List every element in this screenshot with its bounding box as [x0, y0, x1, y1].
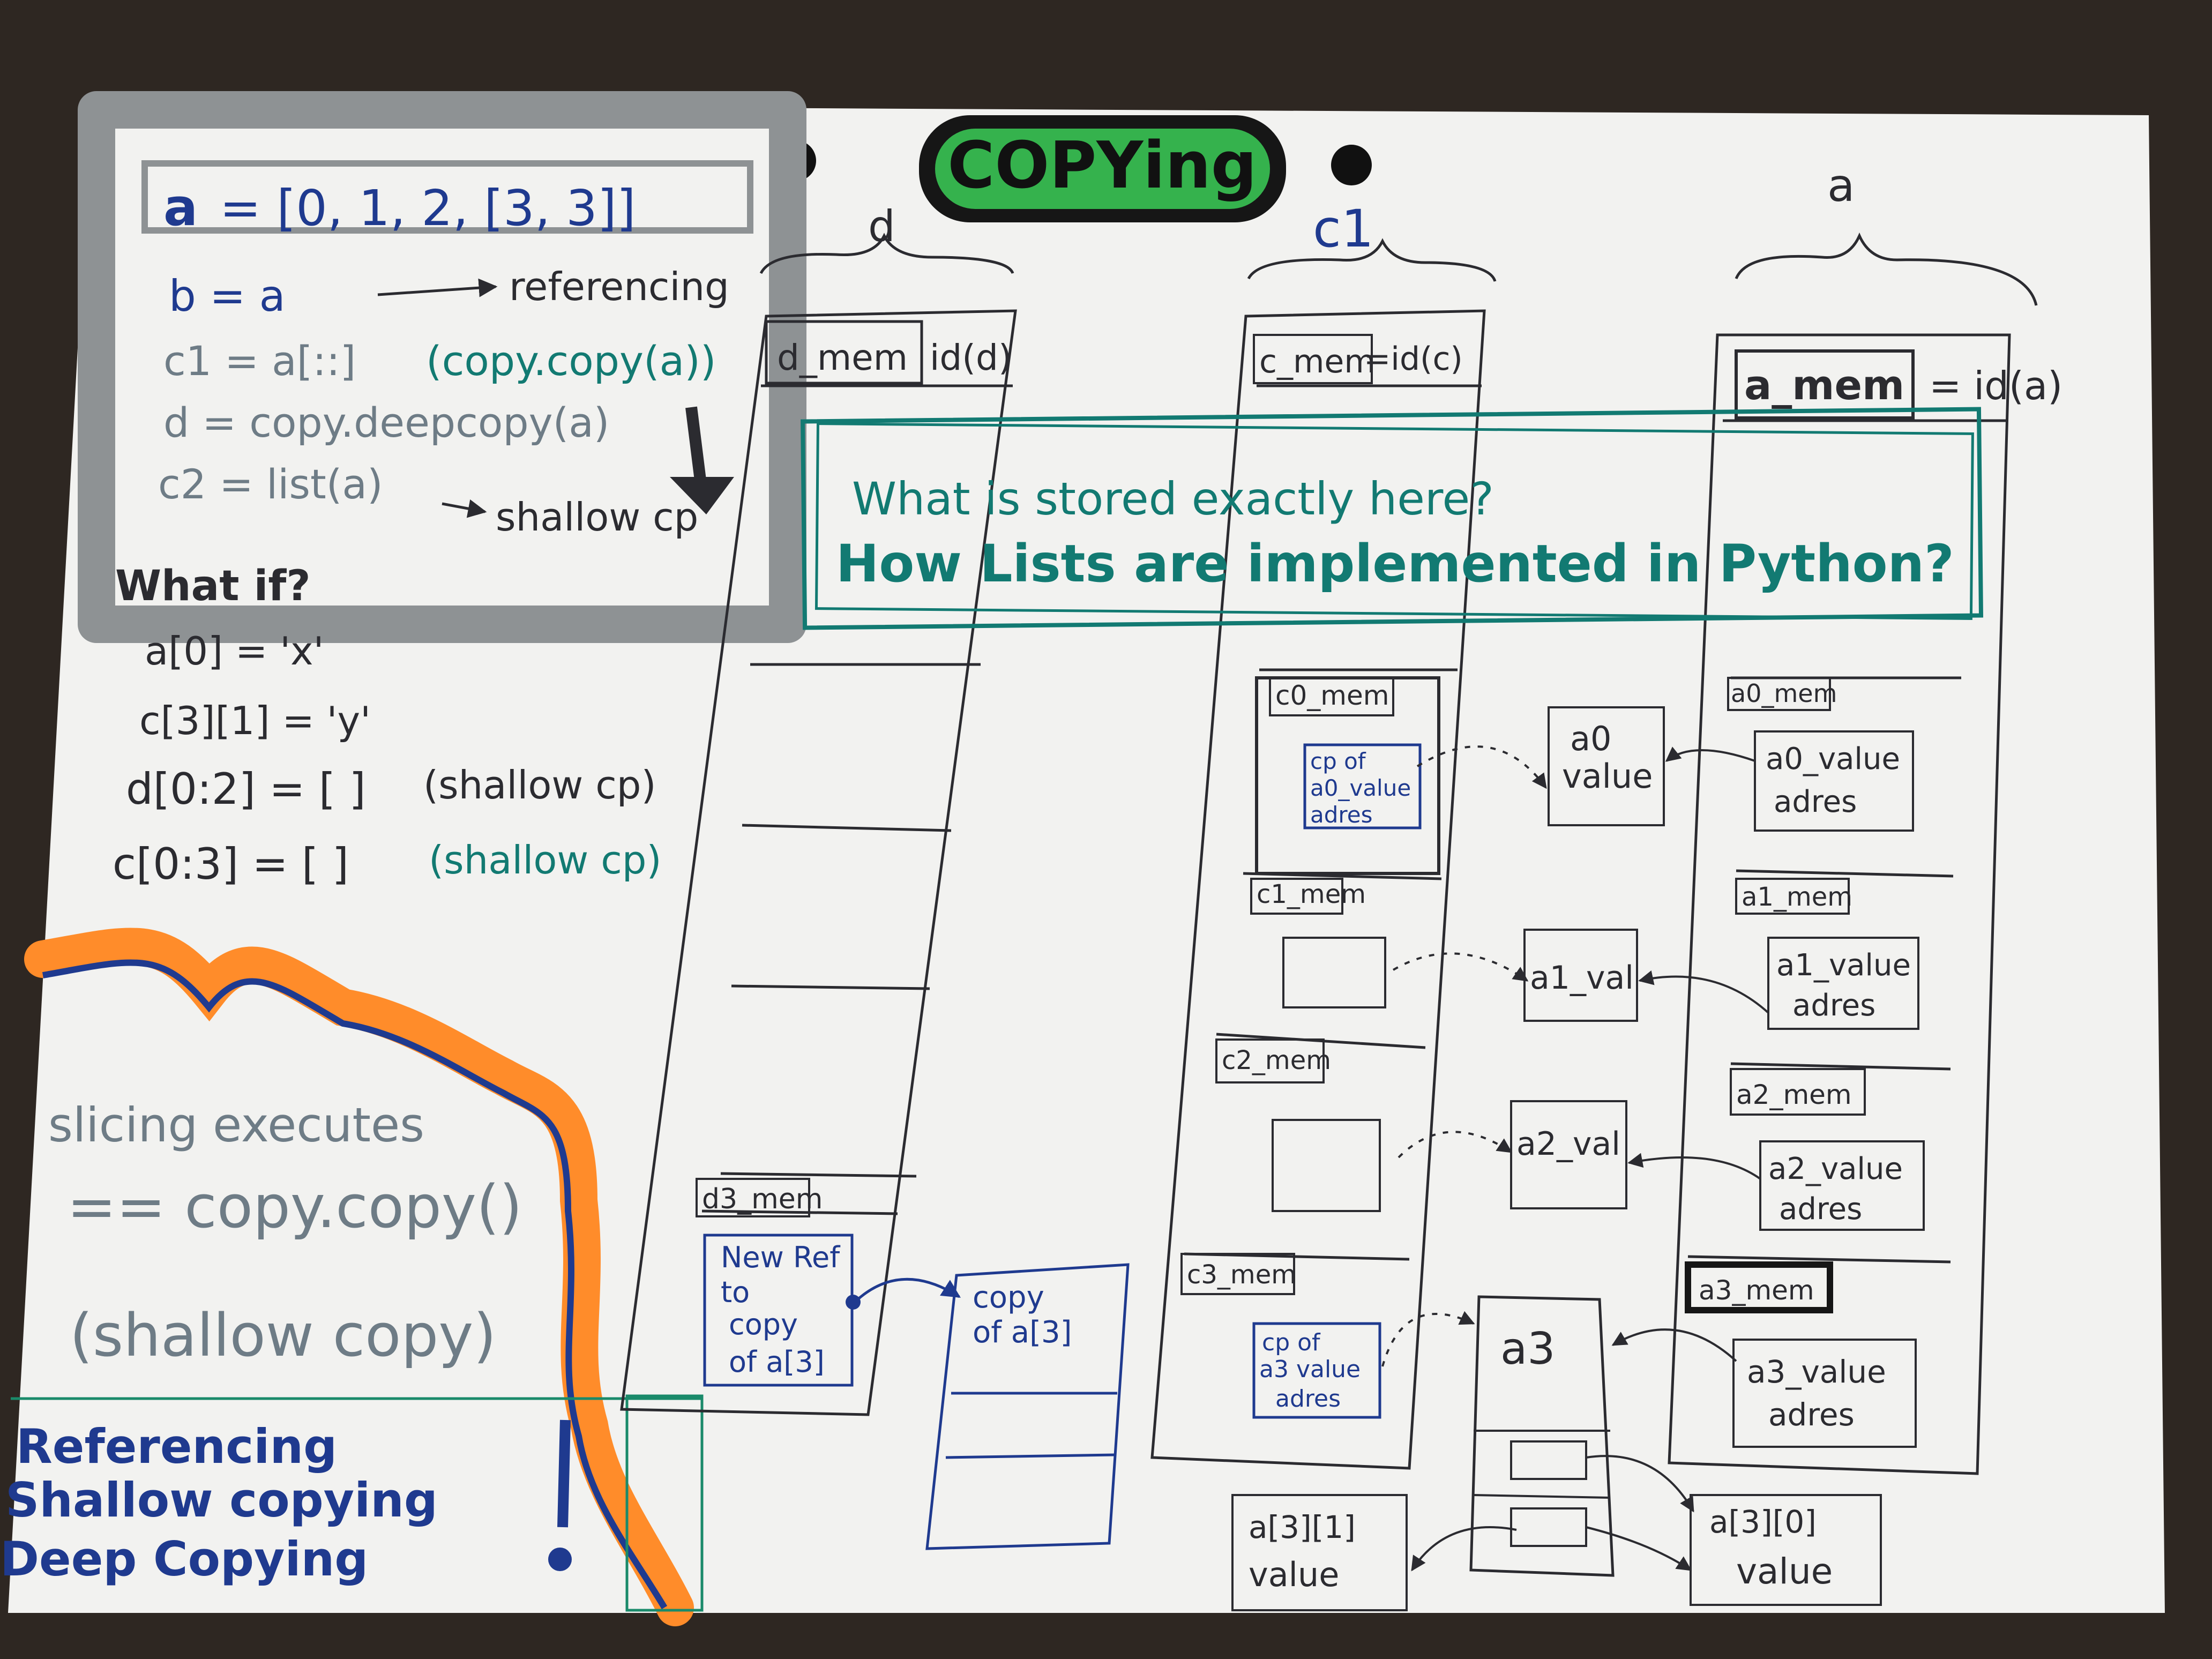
value-a1: a1_val: [1530, 959, 1634, 997]
code-note-shallow: shallow cp: [496, 495, 698, 540]
column-c-id: =id(c): [1364, 340, 1463, 378]
slicing-line-1: slicing executes: [48, 1097, 424, 1153]
label-columns-d-new_ref-1: to: [721, 1275, 750, 1309]
punch-hole-right: [1331, 145, 1372, 185]
what-if-note-4: (shallow cp): [429, 838, 662, 883]
c-slot-2: c2_mem: [1222, 1045, 1331, 1075]
what-if-line-3: d[0:2] = [ ]: [126, 764, 366, 814]
value-a0: a0: [1570, 719, 1611, 758]
code-line-2: b = a: [169, 271, 286, 321]
banner-line-2: How Lists are implemented in Python?: [836, 534, 1954, 594]
what-if-title: What if?: [115, 562, 311, 610]
column-d-id: id(d): [930, 337, 1012, 378]
banner-line-1: What is stored exactly here?: [852, 473, 1494, 525]
column-c-label: c1: [1313, 199, 1374, 259]
code-line-1: = [0, 1, 2, [3, 3]]: [220, 180, 636, 237]
term-deep: Deep Copying: [0, 1531, 368, 1587]
a-slot-1: a1_mem: [1742, 882, 1852, 912]
label-columns-d-new_ref-3: of a[3]: [729, 1345, 825, 1379]
column-d-slot3: d3_mem: [702, 1183, 823, 1215]
label-columns-d-copy_box-1: of a[3]: [973, 1315, 1072, 1350]
value-a31: a[3][1]: [1249, 1509, 1356, 1545]
column-a-label: a: [1827, 159, 1855, 212]
label-columns-a-adres-0-1: adres: [1774, 784, 1857, 819]
column-a-id: = id(a): [1929, 363, 2062, 408]
paper-sheet: [8, 104, 2165, 1613]
code-box: a = [0, 1, 2, [3, 3]] b = a referencing …: [78, 91, 806, 643]
label-columns-a-adres-3-0: a3_value: [1747, 1354, 1886, 1390]
column-a-mem: a_mem: [1744, 361, 1904, 409]
title-badge: COPYing: [919, 115, 1286, 222]
a-slot-3: a3_mem: [1699, 1275, 1814, 1306]
value-a30: a[3][0]: [1709, 1504, 1817, 1540]
label-values-a31-1: value: [1249, 1555, 1339, 1594]
label-columns-a-adres-1-1: adres: [1792, 988, 1875, 1023]
column-c: c1 c_mem =id(c) c0_mem cp of a0_value ad…: [1150, 199, 1497, 1470]
label-columns-a-adres-1-0: a1_value: [1776, 948, 1911, 983]
code-line-3: c1 = a[::]: [163, 337, 356, 385]
c-slot-1: c1_mem: [1257, 879, 1366, 909]
label-columns-d-new_ref-2: copy: [729, 1307, 798, 1341]
label-values-a30-1: value: [1736, 1551, 1833, 1592]
title: COPYing: [947, 129, 1257, 203]
orange-highlight: [24, 928, 694, 1626]
term-shallow: Shallow copying: [5, 1473, 438, 1528]
blue-outline: [42, 959, 668, 1610]
slicing-note: slicing executes == copy.copy() (shallow…: [0, 928, 704, 1626]
code-note-copy: (copy.copy(a)): [426, 337, 716, 385]
label-values-a0-1: value: [1562, 757, 1653, 796]
what-if-line-1: a[0] = 'x': [145, 629, 324, 674]
label-columns-c-cp0-0: cp of: [1310, 748, 1366, 774]
c-slot-0: c0_mem: [1275, 680, 1389, 711]
term-referencing: Referencing: [16, 1419, 337, 1474]
slicing-line-3: (shallow copy): [70, 1301, 496, 1370]
what-if-line-4: c[0:3] = [ ]: [113, 839, 349, 889]
code-arrow-shallow: [442, 499, 487, 518]
column-a: a a_mem = id(a) a0_mem a0_value adres a1…: [1668, 159, 2062, 1475]
label-columns-a-adres-0-0: a0_value: [1766, 742, 1900, 776]
code-line-5: c2 = list(a): [158, 460, 383, 508]
label-columns-a-adres-2-0: a2_value: [1768, 1152, 1903, 1186]
column-d-mem: d_mem: [777, 337, 908, 378]
column-c-mem: c_mem: [1259, 343, 1376, 380]
code-note-referencing: referencing: [509, 264, 729, 309]
what-if-line-2: c[3][1] = 'y': [139, 698, 371, 743]
what-if-note-3: (shallow cp): [423, 763, 656, 808]
label-columns-a-adres-2-1: adres: [1779, 1192, 1862, 1227]
c-slot-3: c3_mem: [1187, 1260, 1296, 1290]
a-slot-0: a0_mem: [1731, 679, 1837, 708]
d-new-ref-box: [703, 1234, 854, 1387]
slicing-line-2: == copy.copy(): [67, 1172, 522, 1241]
label-columns-d-new_ref-0: New Ref: [721, 1240, 841, 1274]
d-copy-of-a3-box: [925, 1263, 1130, 1550]
label-columns-a-adres-3-1: adres: [1768, 1396, 1855, 1433]
column-d: d d_mem id(d) d3_mem New Ref to copy of …: [620, 201, 1130, 1550]
code-line-4: d = copy.deepcopy(a): [163, 399, 609, 446]
value-a2: a2_val: [1516, 1125, 1620, 1163]
value-objects: a0 value a1_val a2_val a3 a[3][1] value …: [1231, 706, 1882, 1611]
label-columns-d-copy_box-0: copy: [973, 1280, 1044, 1315]
label-columns-c-cp0-1: a0_value: [1310, 775, 1411, 801]
what-if-section: What if? a[0] = 'x' c[3][1] = 'y' d[0:2]…: [113, 562, 662, 889]
question-banner: What is stored exactly here? How Lists a…: [801, 407, 1984, 630]
code-var-a: a: [163, 178, 198, 237]
a-slot-2: a2_mem: [1736, 1079, 1852, 1110]
value-a3: a3: [1500, 1324, 1555, 1374]
label-columns-c-cp3-1: a3 value: [1259, 1356, 1361, 1383]
label-columns-c-cp3-2: adres: [1275, 1385, 1341, 1413]
code-arrow-referencing: [377, 278, 498, 297]
label-columns-c-cp3-0: cp of: [1262, 1329, 1321, 1356]
label-columns-c-cp0-2: adres: [1310, 802, 1372, 828]
